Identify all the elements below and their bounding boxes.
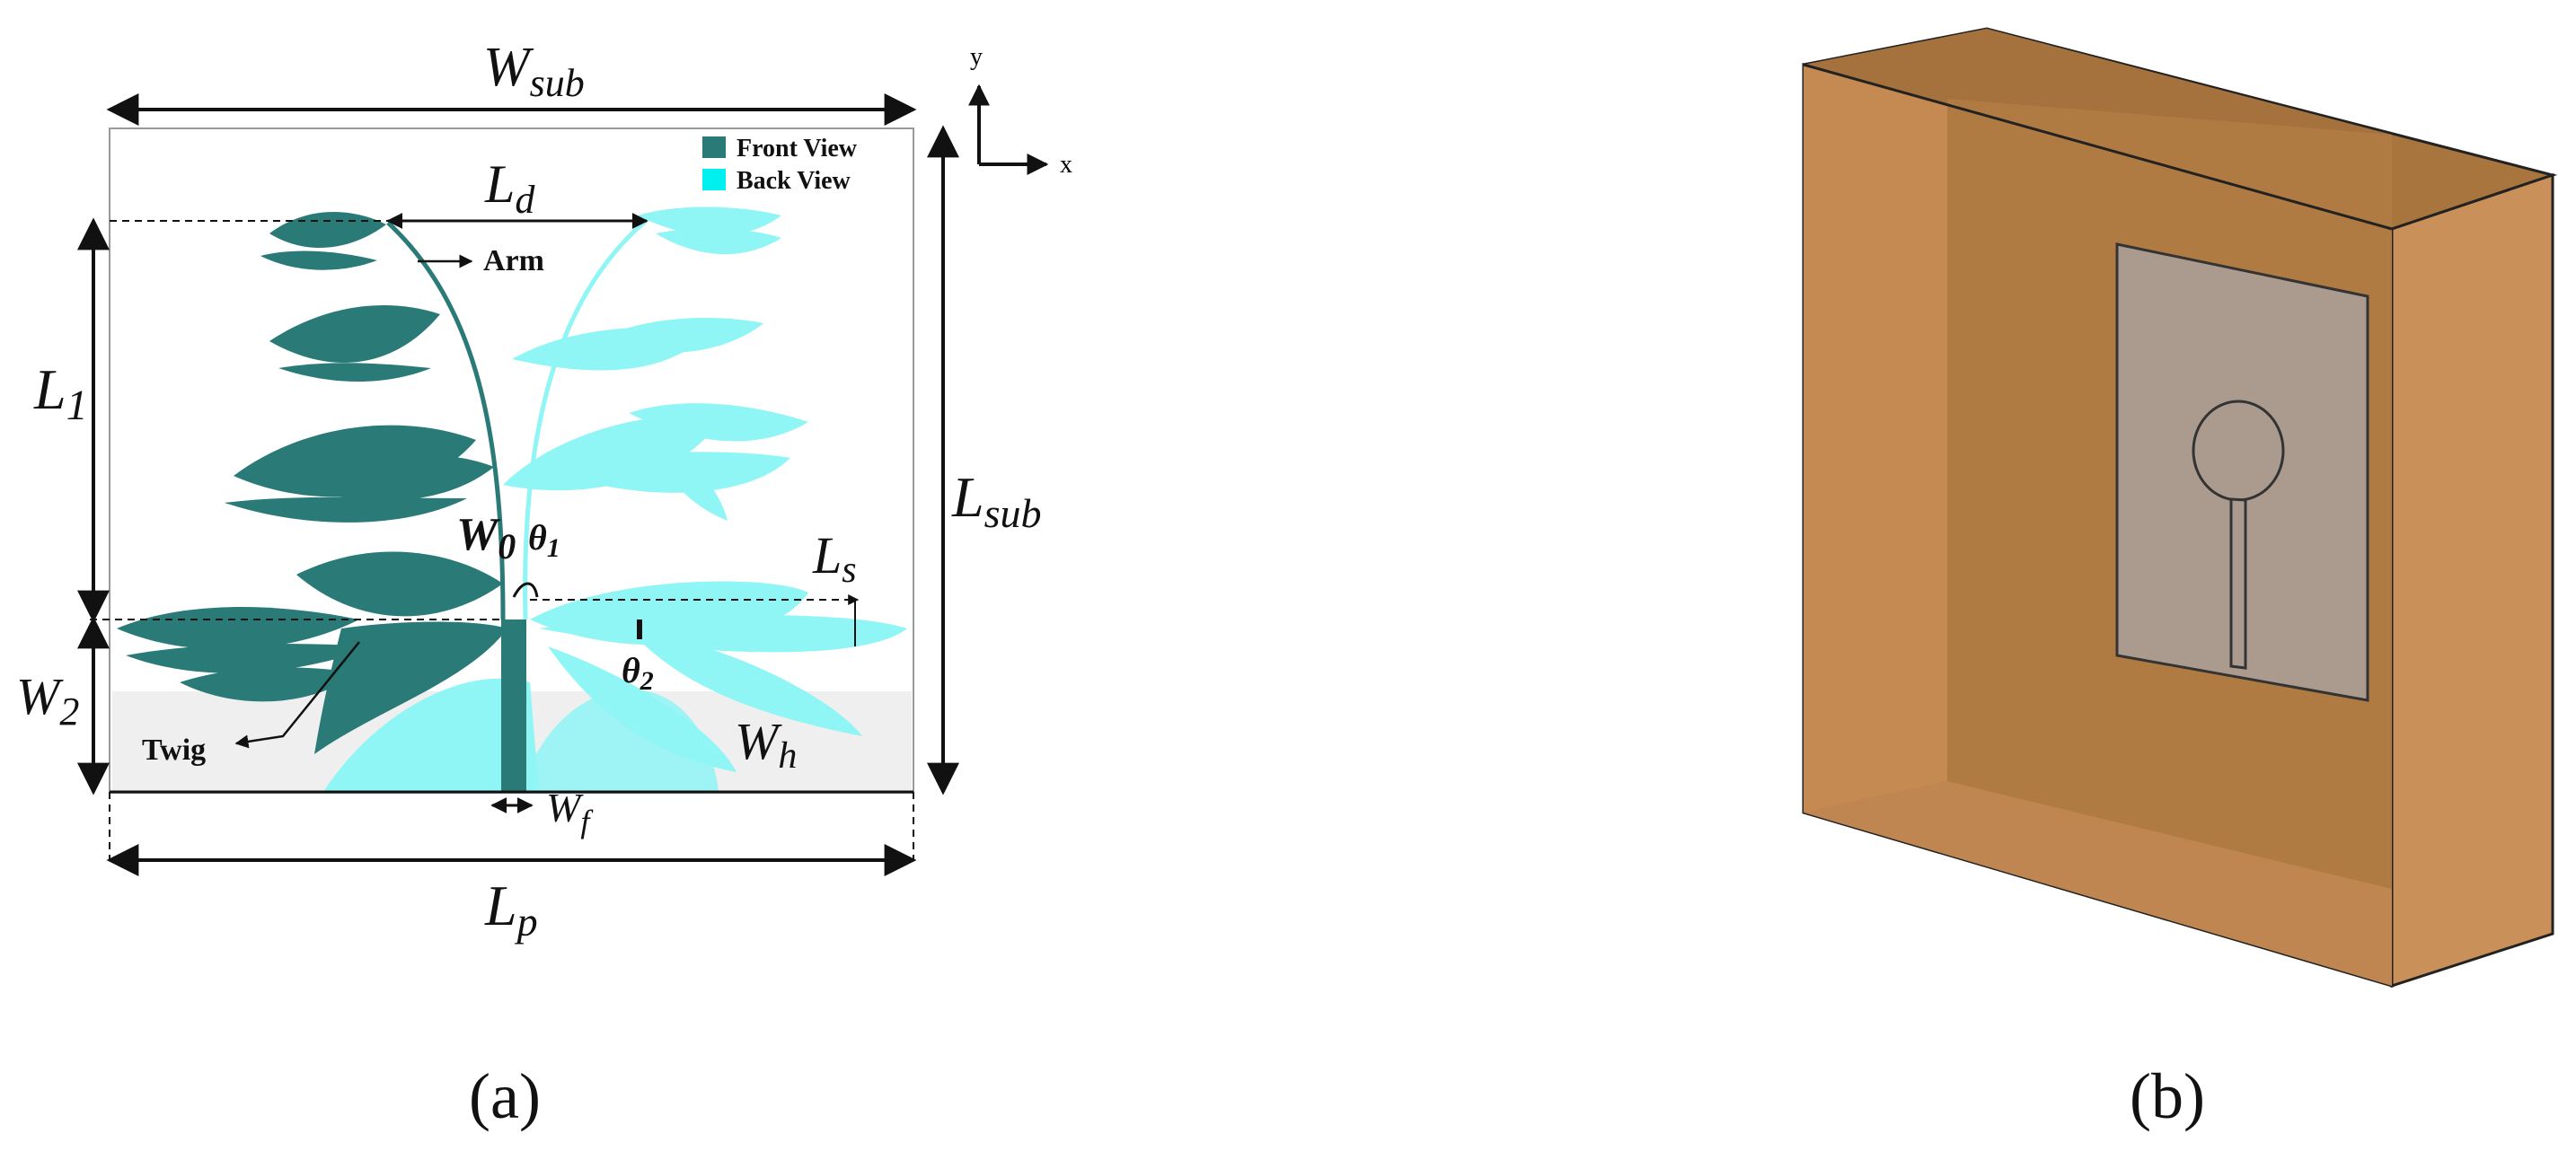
- box-inner-left: [1804, 65, 1947, 813]
- back-view-arm: [523, 218, 648, 620]
- legend-front-label: Front View: [737, 135, 858, 163]
- theta1-label: θ1: [528, 517, 560, 563]
- ld-label: Ld: [484, 154, 535, 222]
- front-view-layer: [117, 212, 507, 754]
- legend-front-swatch: [702, 136, 726, 158]
- legend-back-label: Back View: [737, 167, 851, 195]
- twig-pointer: [234, 641, 360, 749]
- box-right-face: [2390, 172, 2554, 989]
- theta1-arc: [512, 582, 539, 598]
- theta2-label: θ2: [622, 650, 654, 696]
- w2-label: W2: [16, 667, 79, 734]
- caption-a: (a): [469, 1060, 541, 1132]
- box-edge: [1803, 63, 2393, 231]
- arm-label: Arm: [483, 244, 544, 277]
- y-axis-label: y: [970, 43, 983, 71]
- w0-label: W0: [456, 509, 516, 567]
- lsub-label: Lsub: [951, 465, 1042, 536]
- wh-label: Wh: [735, 712, 797, 777]
- circular-patch: [2192, 400, 2285, 502]
- front-view-arm: [386, 221, 506, 620]
- legend-back-swatch: [702, 169, 726, 190]
- panel-b: (b): [1802, 27, 2558, 1132]
- l1-label: L1: [33, 357, 88, 429]
- twig-label: Twig: [142, 734, 206, 767]
- back-view-layer: [323, 207, 907, 792]
- feed-line: [501, 620, 526, 792]
- patch-feed-line: [2229, 497, 2247, 670]
- wsub-label: Wsub: [483, 37, 585, 105]
- panel-a: Wsub Ld Arm L1 W2 Twig W0 θ1 Ls θ2 Wh: [16, 37, 1072, 1132]
- lp-label: Lp: [484, 874, 538, 945]
- x-axis-label: x: [1060, 151, 1072, 179]
- caption-b: (b): [2130, 1060, 2205, 1132]
- ls-label: Ls: [812, 526, 857, 591]
- box-inner-bottom: [1804, 781, 2392, 986]
